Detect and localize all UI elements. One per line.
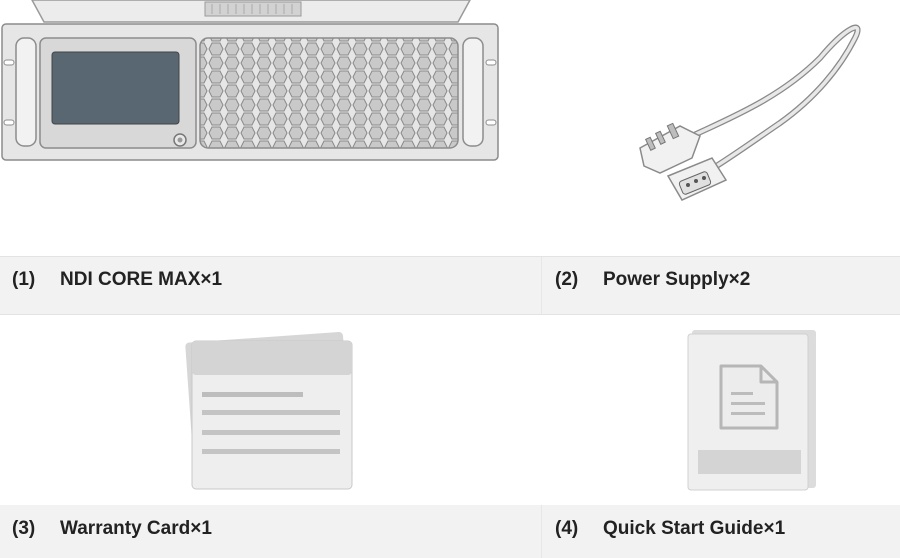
warranty-card-icon: [185, 332, 353, 490]
column-divider: [541, 505, 542, 558]
item-label-ndi-core-max: (1) NDI CORE MAX×1: [12, 269, 222, 291]
rack-device-icon: [1, 0, 499, 161]
column-divider: [541, 257, 542, 314]
item-label-row-2: [0, 505, 900, 558]
item-name: Power Supply×2: [603, 269, 751, 290]
item-label-row-1: [0, 256, 900, 315]
item-name: NDI CORE MAX×1: [60, 269, 223, 290]
item-number: (3): [12, 518, 36, 539]
item-label-warranty-card: (3) Warranty Card×1: [12, 518, 212, 540]
power-cord-icon: [639, 24, 861, 201]
guide-booklet-icon: [687, 330, 816, 491]
item-name: Warranty Card×1: [60, 518, 212, 539]
item-number: (4): [555, 518, 579, 539]
item-label-power-supply: (2) Power Supply×2: [555, 269, 750, 291]
item-number: (2): [555, 269, 579, 290]
item-name: Quick Start Guide×1: [603, 518, 786, 539]
item-number: (1): [12, 269, 36, 290]
item-label-quick-start-guide: (4) Quick Start Guide×1: [555, 518, 785, 540]
